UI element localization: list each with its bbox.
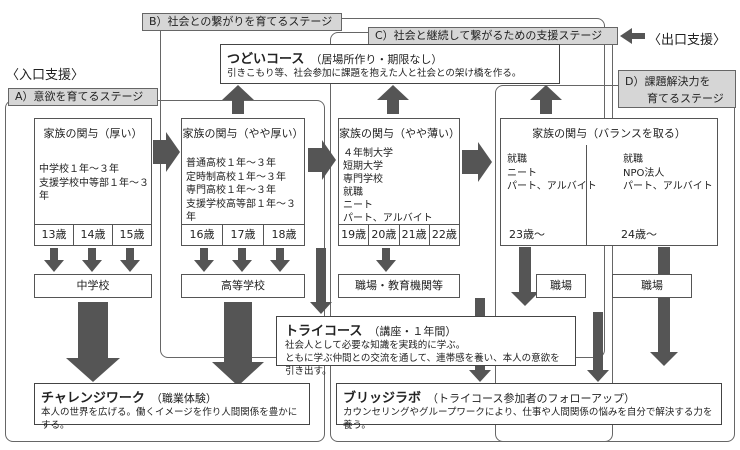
column-2-place: 高等学校 xyxy=(181,274,305,298)
arrow-up-3 xyxy=(530,85,562,114)
stage-c-tag: C）社会と継続して繋がるための支援ステージ xyxy=(368,27,618,45)
entry-support-label: 〈入口支援〉 xyxy=(6,68,85,83)
column-4-left-line: ニート xyxy=(507,167,537,179)
arrow-down-small-1 xyxy=(44,248,64,272)
challenge-work-desc: 本人の世界を広げる。働くイメージを作り人間関係を豊かにする。 xyxy=(41,407,298,431)
column-1-box: 家族の関与（厚い） 中学校１年～３年 支援学校中等部１年～３年 13歳 14歳 … xyxy=(34,118,152,246)
age-label: 18歳 xyxy=(263,225,304,245)
column-3-line: パート、アルバイト xyxy=(343,213,433,224)
stage-d-tag: D）課題解決力を 育てるステージ xyxy=(618,70,736,108)
column-4-age-left: 23歳～ xyxy=(509,228,545,241)
exit-support-label: 〈出口支援〉 xyxy=(648,33,727,48)
age-label: 17歳 xyxy=(222,225,263,245)
column-4-left-line: 就職 xyxy=(507,154,527,165)
column-4-box: 家族の関与（バランスを取る） 就職 ニート パート、アルバイト 就職 NPO法人… xyxy=(500,118,718,246)
challenge-work-title: チャレンジワーク xyxy=(41,391,145,406)
column-2-line: 専門高校１年～３年 xyxy=(186,185,276,196)
tri-course-desc-2: ともに学ぶ仲間との交流を通して、連帯感を養い、本人の意欲を引き出す。 xyxy=(285,353,560,377)
age-label: 19歳 xyxy=(341,228,367,241)
column-2-line: 定時制高校１年～３年 xyxy=(186,171,286,183)
column-1-line: 中学校１年～３年 xyxy=(39,164,119,175)
column-4-left-line: パート、アルバイト xyxy=(507,181,597,192)
age-label: 22歳 xyxy=(428,225,459,245)
column-4-title: 家族の関与（バランスを取る） xyxy=(532,127,686,140)
arrow-left-exit xyxy=(620,28,645,44)
column-3-title: 家族の関与（やや薄い） xyxy=(339,127,460,140)
tsudoi-course-desc: 引きこもり等、社会参加に課題を抱えた人と社会との架け橋を作る。 xyxy=(227,68,522,79)
arrow-down-small-5 xyxy=(232,248,252,272)
tri-course-box: トライコース （講座・１年間） 社会人として必要な知識を実践的に学ぶ。 ともに学ぶ… xyxy=(276,316,576,377)
column-1-title: 家族の関与（厚い） xyxy=(43,127,143,140)
age-label: 13歳 xyxy=(41,228,67,241)
age-label: 15歳 xyxy=(112,225,151,245)
age-label: 14歳 xyxy=(73,225,112,245)
arrow-down-big-3 xyxy=(511,247,539,306)
challenge-work-box: チャレンジワーク （職業体験） 本人の世界を広げる。働くイメージを作り人間関係を豊… xyxy=(34,383,310,431)
arrow-down-small-4 xyxy=(194,248,214,272)
column-2-title: 家族の関与（やや厚い） xyxy=(182,127,304,140)
tsudoi-course-subtitle: （居場所作り・期限なし） xyxy=(310,53,443,66)
tsudoi-course-box: つどいコース （居場所作り・期限なし） 引きこもり等、社会参加に課題を抱えた人と社… xyxy=(220,44,560,84)
column-3-line: ニート xyxy=(343,200,373,211)
arrow-up-1 xyxy=(222,85,254,114)
column-4-age-right: 24歳～ xyxy=(621,228,657,241)
column-3-line: ４年制大学 xyxy=(343,148,393,159)
tri-course-subtitle: （講座・１年間） xyxy=(368,325,457,338)
column-3-box: 家族の関与（やや薄い） ４年制大学 短期大学 専門学校 就職 ニート パート、ア… xyxy=(338,118,460,246)
stage-b-tag: B）社会との繋がりを育てるステージ xyxy=(142,13,342,31)
column-1-place: 中学校 xyxy=(34,274,152,298)
arrow-down-bridge xyxy=(587,312,609,382)
column-4-place-left: 職場 xyxy=(536,274,586,298)
arrow-down-big-1 xyxy=(66,302,120,382)
bridge-labo-subtitle: （トライコース参加者のフォローアップ） xyxy=(427,392,636,405)
column-3-line: 短期大学 xyxy=(343,161,383,172)
column-1-line: 支援学校中等部１年～３年 xyxy=(39,177,149,203)
age-label: 16歳 xyxy=(189,228,215,241)
arrow-down-tri-left xyxy=(310,248,332,314)
column-2-line: 支援学校高等部１年～３年 xyxy=(186,198,296,224)
arrow-right-2 xyxy=(308,140,336,180)
bridge-labo-box: ブリッジラボ （トライコース参加者のフォローアップ） カウンセリングやグループワー… xyxy=(336,383,722,431)
arrow-down-big-2 xyxy=(212,302,264,386)
column-4-divider xyxy=(586,145,587,246)
column-3-line: 専門学校 xyxy=(343,174,383,185)
arrow-down-small-3 xyxy=(120,248,140,272)
column-4-right-line: 就職 xyxy=(623,154,643,165)
column-3-line: 就職 xyxy=(343,187,363,198)
column-2-box: 家族の関与（やや厚い） 普通高校１年～３年 定時制高校１年～３年 専門高校１年～… xyxy=(181,118,305,246)
tri-course-title: トライコース xyxy=(285,324,363,339)
column-3-place: 職場・教育機関等 xyxy=(338,274,460,298)
tri-course-desc-1: 社会人として必要な知識を実践的に学ぶ。 xyxy=(285,340,466,351)
tsudoi-course-title: つどいコース xyxy=(227,52,305,67)
column-4-right-line: NPO法人 xyxy=(623,167,665,179)
arrow-up-2 xyxy=(377,85,409,114)
age-label: 20歳 xyxy=(368,225,398,245)
arrow-right-3 xyxy=(462,142,492,182)
column-4-right-line: パート、アルバイト xyxy=(623,181,713,192)
bridge-labo-title: ブリッジラボ xyxy=(343,391,422,406)
age-label: 21歳 xyxy=(398,225,429,245)
column-4-place-right: 職場 xyxy=(612,274,692,298)
bridge-labo-desc: カウンセリングやグループワークにより、仕事や人間関係の悩みを自分で解決する力を養… xyxy=(343,407,713,431)
stage-d-frame xyxy=(495,85,735,442)
arrow-down-small-6 xyxy=(270,248,290,272)
arrow-down-small-7 xyxy=(376,248,396,272)
column-2-line: 普通高校１年～３年 xyxy=(186,158,276,169)
stage-a-tag: A）意欲を育てるステージ xyxy=(8,88,158,106)
arrow-right-1 xyxy=(153,132,180,172)
arrow-down-big-4 xyxy=(650,247,678,366)
challenge-work-subtitle: （職業体験） xyxy=(150,392,217,405)
arrow-down-small-2 xyxy=(82,248,102,272)
